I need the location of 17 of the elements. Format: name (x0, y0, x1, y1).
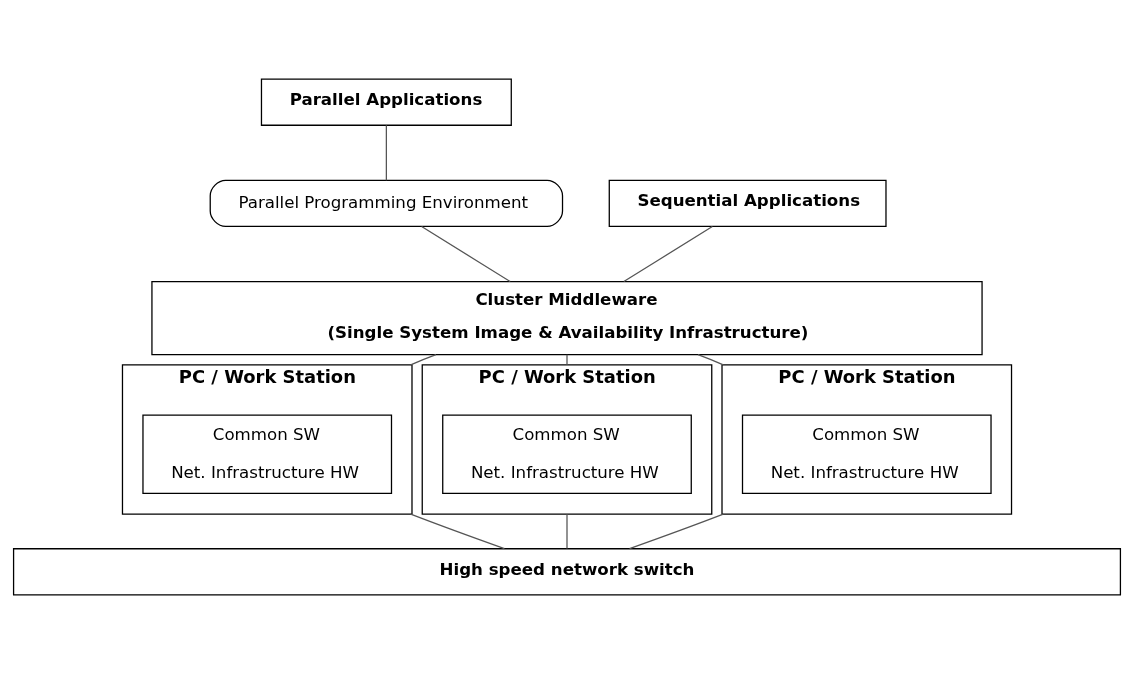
connector (385, 124, 387, 181)
node-box: Sequential Applications (608, 179, 887, 228)
connector (566, 354, 568, 366)
node-box: Cluster Middleware (Single System Image & Availability Infrastructure) (151, 280, 983, 356)
node-box: Common SW Net. Infrastructure HW (142, 414, 393, 495)
node-box: High speed network switch (12, 548, 1122, 596)
connector (421, 225, 511, 283)
connector (566, 513, 568, 550)
node-box: Common SW Net. Infrastructure HW (442, 414, 692, 495)
node-box: Parallel Applications (260, 78, 512, 126)
node-box: Parallel Programming Environment (209, 179, 564, 228)
connector (410, 353, 437, 366)
connector (623, 225, 713, 283)
connector (628, 513, 724, 550)
connector (410, 513, 506, 550)
node-box: Common SW Net. Infrastructure HW (741, 414, 992, 495)
connector (697, 353, 724, 366)
